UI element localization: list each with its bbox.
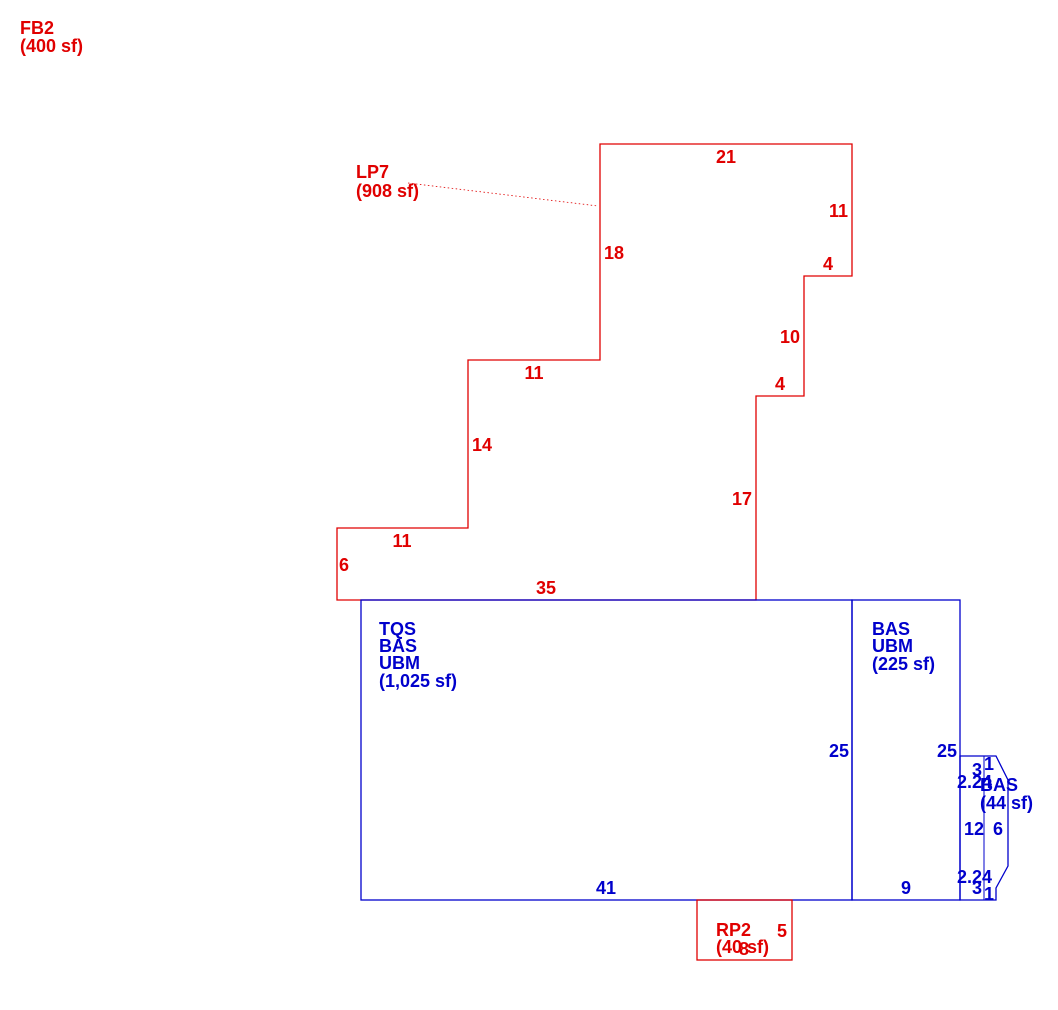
rp2-area-label: (40 sf) — [716, 937, 769, 957]
lp7-dim-left-upper: 18 — [604, 243, 624, 263]
lp7-dim-step-4: 11 — [524, 363, 543, 383]
lp7-code-label: LP7 — [356, 162, 389, 182]
bas225-outline — [851, 599, 961, 901]
rp2-dim-right: 5 — [777, 921, 787, 941]
bas225-code-1: BAS — [872, 619, 910, 639]
bas44-dim-top-1: 1 — [984, 754, 994, 774]
fb2-area-label: (400 sf) — [20, 36, 83, 56]
main-area-label: (1,025 sf) — [379, 671, 457, 691]
bas44-dim-left: 12 — [964, 819, 984, 839]
bas225-dim-bottom: 9 — [901, 878, 911, 898]
main-code-1: TQS — [379, 619, 416, 639]
lp7-dim-step-1: 4 — [823, 254, 833, 274]
bas44-dim-right: 6 — [993, 819, 1003, 839]
lp7-dim-step-3: 11 — [392, 531, 411, 551]
lp7-dim-left: 6 — [339, 555, 349, 575]
main-code-3: UBM — [379, 653, 420, 673]
rp2-code-label: RP2 — [716, 920, 751, 940]
main-code-2: BAS — [379, 636, 417, 656]
rp2-outline — [696, 899, 793, 961]
bas44-outline — [959, 755, 1009, 901]
main-dim-bottom: 41 — [596, 878, 616, 898]
rp2-dim-bottom: 8 — [739, 939, 749, 959]
bas44-dim-top-3: 3 — [972, 760, 982, 780]
lp7-outline — [336, 143, 853, 601]
bas44-dim-angle-bottom: 2.24 — [957, 867, 992, 887]
bas44-area-label: (44 sf) — [980, 793, 1033, 813]
bas44-dim-angle-top: 2.24 — [957, 772, 992, 792]
lp7-dim-step-2: 4 — [775, 374, 785, 394]
lp7-area-label: (908 sf) — [356, 181, 419, 201]
bas225-area-label: (225 sf) — [872, 654, 935, 674]
lp7-dim-top: 21 — [716, 147, 736, 167]
lp7-dim-right-upper: 11 — [829, 201, 848, 221]
lp7-dim-left-middle: 14 — [472, 435, 492, 455]
lp7-leader-line — [407, 182, 599, 207]
main-area-outline — [360, 599, 853, 901]
lp7-dim-bottom: 35 — [536, 578, 556, 598]
fb2-code-label: FB2 — [20, 18, 54, 38]
lp7-dim-right-middle: 10 — [780, 327, 800, 347]
bas44-dim-bottom-3: 3 — [972, 878, 982, 898]
main-dim-right: 25 — [829, 741, 849, 761]
bas225-dim-right: 25 — [937, 741, 957, 761]
bas44-dim-bottom-1: 1 — [984, 884, 994, 904]
lp7-dim-right-lower: 17 — [732, 489, 752, 509]
bas44-code-label: BAS — [980, 775, 1018, 795]
bas225-code-2: UBM — [872, 636, 913, 656]
